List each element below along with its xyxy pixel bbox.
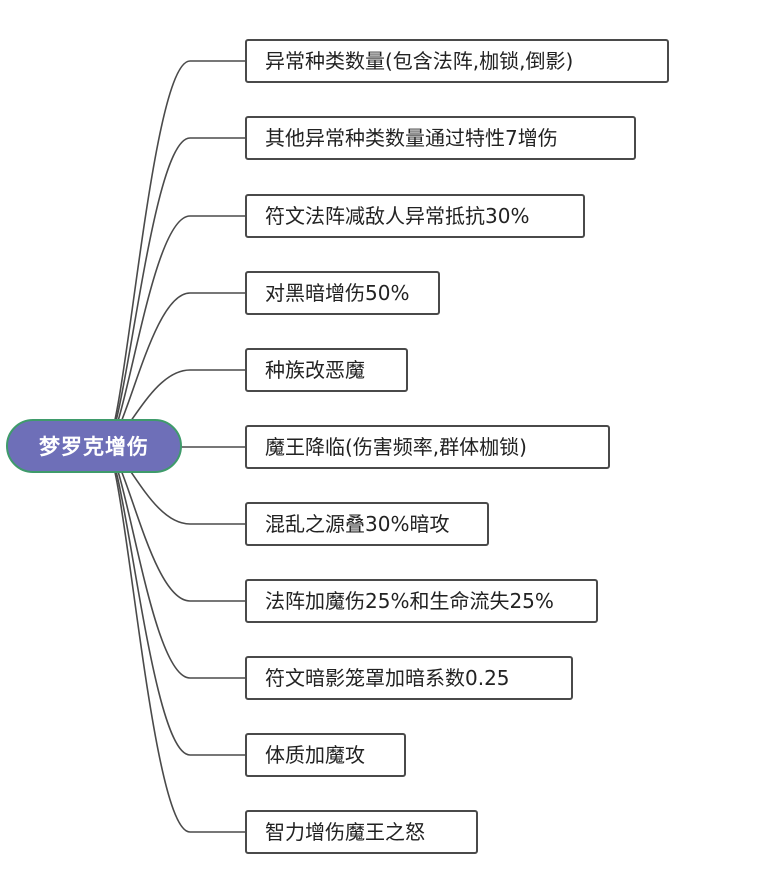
topic-label: 体质加魔攻 (265, 743, 365, 767)
root-topic[interactable]: 梦罗克增伤 (6, 419, 182, 473)
topic-constitution-magic-attack[interactable]: 体质加魔攻 (245, 733, 406, 777)
topic-label: 异常种类数量(包含法阵,枷锁,倒影) (265, 49, 574, 73)
topic-label: 种族改恶魔 (265, 358, 365, 382)
topic-label: 混乱之源叠30%暗攻 (265, 512, 450, 536)
topic-rune-array-resist[interactable]: 符文法阵减敌人异常抵抗30% (245, 194, 585, 238)
connector-line (104, 215, 245, 447)
topic-abnormal-types-count[interactable]: 异常种类数量(包含法阵,枷锁,倒影) (245, 39, 669, 83)
topic-demon-king-descent[interactable]: 魔王降临(伤害频率,群体枷锁) (245, 425, 610, 469)
topic-intelligence-demon-wrath[interactable]: 智力增伤魔王之怒 (245, 810, 478, 854)
topic-race-demon[interactable]: 种族改恶魔 (245, 348, 408, 392)
topic-vs-dark-damage[interactable]: 对黑暗增伤50% (245, 271, 440, 315)
topic-other-abnormal-trait7[interactable]: 其他异常种类数量通过特性7增伤 (245, 116, 636, 160)
root-topic-label: 梦罗克增伤 (39, 435, 149, 459)
topic-label: 对黑暗增伤50% (265, 281, 410, 305)
topic-label: 智力增伤魔王之怒 (265, 820, 425, 844)
topic-rune-shadow-coefficient[interactable]: 符文暗影笼罩加暗系数0.25 (245, 656, 573, 700)
topic-label: 符文暗影笼罩加暗系数0.25 (265, 666, 510, 690)
topic-label: 其他异常种类数量通过特性7增伤 (265, 126, 558, 150)
connector-line (104, 445, 245, 679)
connector-line (104, 137, 245, 447)
topic-label: 法阵加魔伤25%和生命流失25% (265, 589, 554, 613)
topic-label: 魔王降临(伤害频率,群体枷锁) (265, 435, 527, 459)
topic-array-magic-damage[interactable]: 法阵加魔伤25%和生命流失25% (245, 579, 598, 623)
topic-chaos-source-stack[interactable]: 混乱之源叠30%暗攻 (245, 502, 489, 546)
topic-label: 符文法阵减敌人异常抵抗30% (265, 204, 530, 228)
